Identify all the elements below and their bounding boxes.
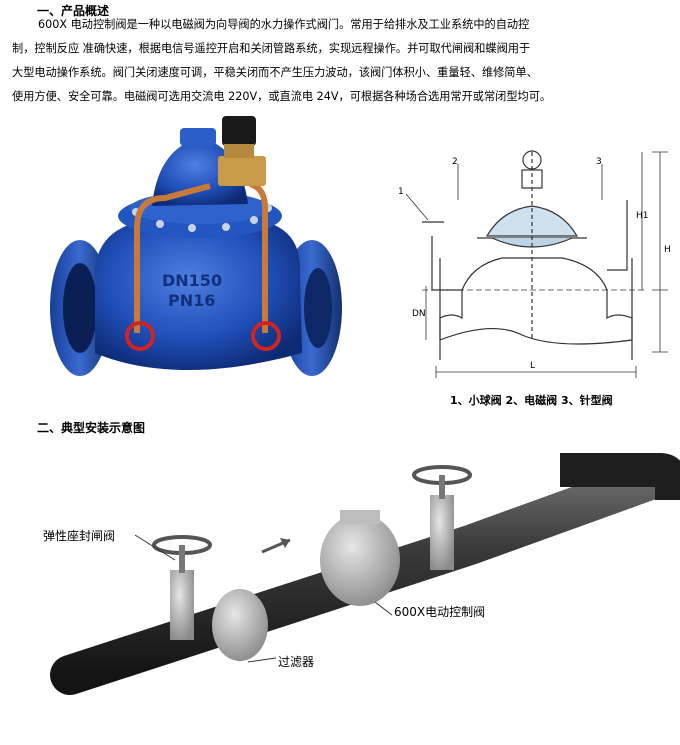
installation-diagram <box>50 453 680 695</box>
callout-1: 1 <box>398 187 404 197</box>
callout-3: 3 <box>596 157 602 167</box>
valve-photo: DN150 PN16 <box>50 116 342 376</box>
label-filter: 过滤器 <box>278 655 315 669</box>
product-description: 600X 电动控制阀是一种以电磁阀为向导阀的水力操作式阀门。常用于给排水及工业系… <box>12 13 672 109</box>
drawing-caption: 1、小球阀 2、电磁阀 3、针型阀 <box>450 394 613 407</box>
dim-h1: H1 <box>636 211 649 221</box>
cast-dn-text: DN150 <box>162 271 222 290</box>
cast-pn-text: PN16 <box>168 291 215 310</box>
desc-line-2: 制，控制反应 准确快速，根据电信号遥控开启和关闭管路系统，实现远程操作。并可取代… <box>12 42 531 55</box>
section2-title: 二、典型安装示意图 <box>37 421 146 435</box>
callout-2: 2 <box>452 157 458 167</box>
desc-line-4: 使用方便、安全可靠。电磁阀可选用交流电 220V，或直流电 24V，可根据各种场… <box>12 90 552 103</box>
dim-l: L <box>530 361 535 371</box>
desc-line-3: 大型电动操作系统。阀门关闭速度可调，平稳关闭而不产生压力波动，该阀门体积小、重量… <box>12 66 538 79</box>
section1-title: 一、产品概述 <box>37 4 110 18</box>
label-control-valve: 600X电动控制阀 <box>394 605 486 619</box>
label-gate-valve: 弹性座封闸阀 <box>43 529 116 543</box>
desc-line-1: 600X 电动控制阀是一种以电磁阀为向导阀的水力操作式阀门。常用于给排水及工业系… <box>38 18 530 31</box>
dim-dn: DN <box>412 309 426 319</box>
valve-section-drawing: 1 2 3 H1 H DN L <box>398 150 671 378</box>
dim-h: H <box>664 245 671 255</box>
